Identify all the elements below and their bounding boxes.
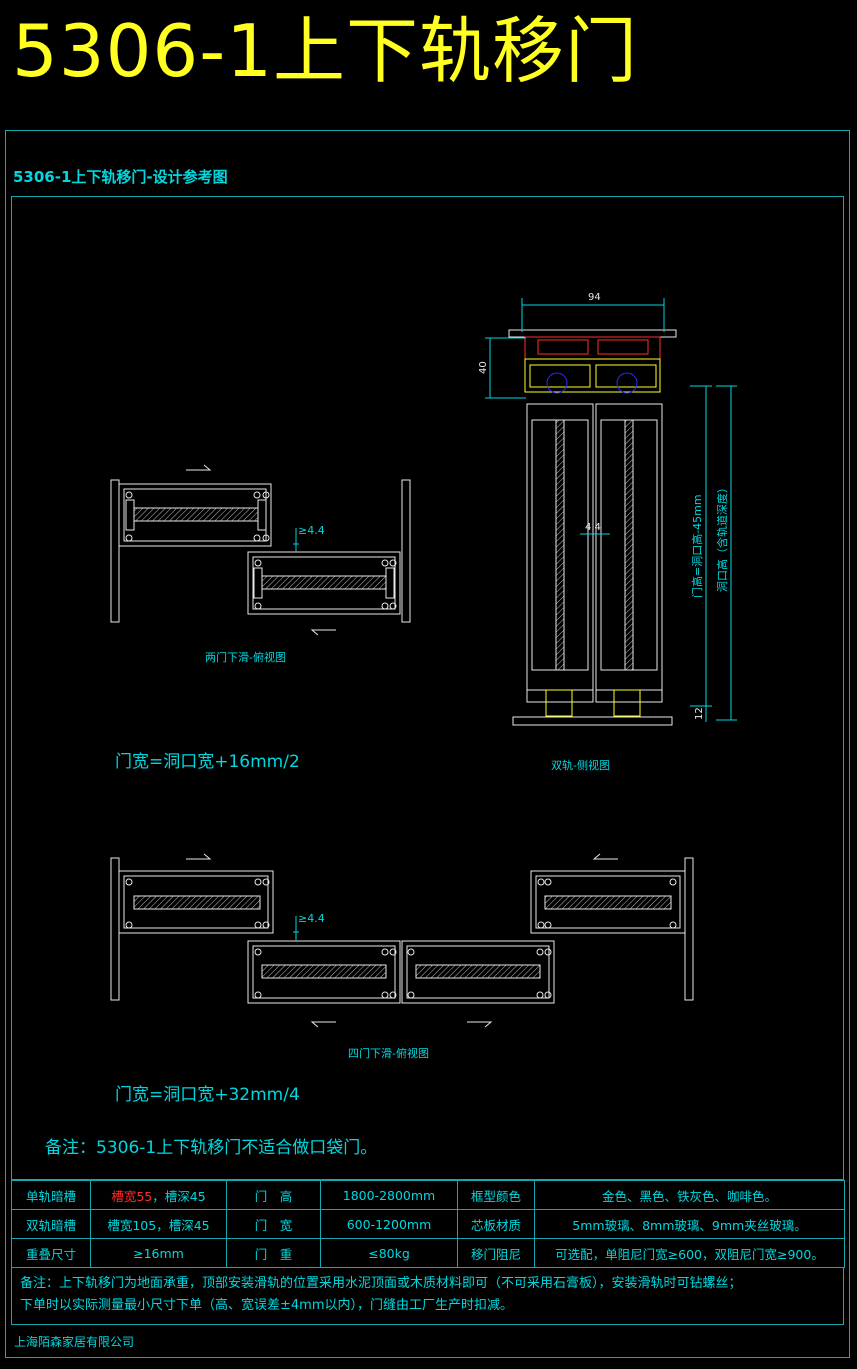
footer-note-line2: 下单时以实际测量最小尺寸下单（高、宽误差±4mm以内），门缝由工厂生产时扣减。 (20, 1298, 513, 1313)
spec-value-highlight: 槽宽55 (111, 1188, 153, 1204)
footer-note-line1: 备注：上下轨移门为地面承重，顶部安装滑轨的位置采用水泥顶面或木质材料即可（不可采… (20, 1276, 742, 1291)
door-height-label: 门高=洞口高-45mm (690, 494, 704, 598)
slide-arrow-3 (467, 1021, 493, 1028)
spec-value: 槽宽55，槽深45 (90, 1180, 227, 1210)
spec-label: 门 高 (226, 1180, 321, 1210)
top-rail-lower (524, 358, 661, 393)
side-width-dim: 94 (588, 292, 601, 303)
wall-left-4 (110, 857, 120, 1001)
floor-plate (512, 716, 673, 726)
spec-label: 门 重 (226, 1238, 321, 1268)
spec-value: 1800-2800mm (320, 1180, 458, 1210)
spec-label: 门 宽 (226, 1209, 321, 1239)
slide-arrow-1 (186, 853, 212, 860)
drawing-inner-frame (11, 196, 844, 1180)
door-panel-3 (401, 940, 555, 1004)
wall-right (401, 479, 411, 623)
slide-arrow-2 (310, 1021, 336, 1028)
door-right-side (595, 403, 663, 703)
wall-right-4 (684, 857, 694, 1001)
spec-label: 框型颜色 (457, 1180, 535, 1210)
door-left-side (526, 403, 594, 703)
door-panel-lower (247, 551, 401, 615)
drawing-frame (5, 130, 850, 1358)
door-panel-1 (118, 870, 274, 934)
opening-height-label: 洞口高（含轨道深度） (715, 482, 729, 592)
side-bottom-dim: 12 (694, 707, 705, 720)
ceiling-plate (508, 329, 677, 338)
table-row: 重叠尺寸 ≥16mm 门 重 ≤80kg 移门阻尼 可选配，单阻尼门宽≥600，… (11, 1238, 845, 1268)
spec-value-rest: ≥16mm (133, 1245, 184, 1261)
spec-value: 可选配，单阻尼门宽≥600，双阻尼门宽≥900。 (534, 1238, 845, 1268)
spec-value: ≤80kg (320, 1238, 458, 1268)
two-door-top-view (110, 464, 411, 636)
side-gap-dim: 4.4 (585, 522, 601, 533)
dim-94 (521, 298, 665, 332)
four-door-caption: 四门下滑-俯视图 (348, 1046, 429, 1060)
spec-value-rest: ，槽深45 (152, 1188, 206, 1204)
side-view-caption: 双轨-侧视图 (551, 758, 610, 772)
spec-value: 金色、黑色、铁灰色、咖啡色。 (534, 1180, 845, 1210)
dim-door-height (690, 385, 712, 707)
dim-opening-height (716, 385, 737, 721)
four-door-gap-label: ≥4.4 (298, 912, 325, 925)
spec-label: 双轨暗槽 (11, 1209, 91, 1239)
two-door-gap-label: ≥4.4 (298, 524, 325, 537)
four-door-formula: 门宽=洞口宽+32mm/4 (115, 1085, 300, 1105)
spec-value: 槽宽105，槽深45 (90, 1209, 227, 1239)
dim-40 (485, 337, 526, 399)
spec-value-rest: 槽宽105，槽深45 (107, 1217, 210, 1233)
drawing-subtitle: 5306-1上下轨移门-设计参考图 (13, 168, 228, 186)
spec-value: 5mm玻璃、8mm玻璃、9mm夹丝玻璃。 (534, 1209, 845, 1239)
spec-value: ≥16mm (90, 1238, 227, 1268)
remark: 备注：5306-1上下轨移门不适合做口袋门。 (45, 1138, 377, 1158)
slide-arrow-left (310, 629, 336, 636)
four-door-top-view (110, 853, 694, 1028)
spec-table: 单轨暗槽 槽宽55，槽深45 门 高 1800-2800mm 框型颜色 金色、黑… (11, 1180, 845, 1268)
spec-label: 单轨暗槽 (11, 1180, 91, 1210)
spec-label: 重叠尺寸 (11, 1238, 91, 1268)
slide-arrow-right (186, 464, 212, 471)
spec-value: 600-1200mm (320, 1209, 458, 1239)
slide-arrow-4 (592, 853, 618, 860)
table-row: 双轨暗槽 槽宽105，槽深45 门 宽 600-1200mm 芯板材质 5mm玻… (11, 1209, 845, 1239)
door-panel-upper (118, 483, 272, 547)
gap-dimension (293, 528, 299, 552)
door-panel-4 (530, 870, 686, 934)
two-door-formula: 门宽=洞口宽+16mm/2 (115, 752, 300, 772)
spec-label: 移门阻尼 (457, 1238, 535, 1268)
footer-note: 备注：上下轨移门为地面承重，顶部安装滑轨的位置采用水泥顶面或木质材料即可（不可采… (11, 1267, 844, 1325)
spec-label: 芯板材质 (457, 1209, 535, 1239)
gap-dimension-4 (293, 916, 299, 941)
door-panel-2 (247, 940, 401, 1004)
page-title: 5306-1上下轨移门 (12, 9, 639, 93)
two-door-caption: 两门下滑-俯视图 (205, 650, 286, 664)
wall-left (110, 479, 120, 623)
side-top-dim: 40 (478, 361, 489, 374)
company-name: 上海陌森家居有限公司 (14, 1335, 135, 1349)
table-row: 单轨暗槽 槽宽55，槽深45 门 高 1800-2800mm 框型颜色 金色、黑… (11, 1180, 845, 1210)
side-view (485, 298, 737, 726)
